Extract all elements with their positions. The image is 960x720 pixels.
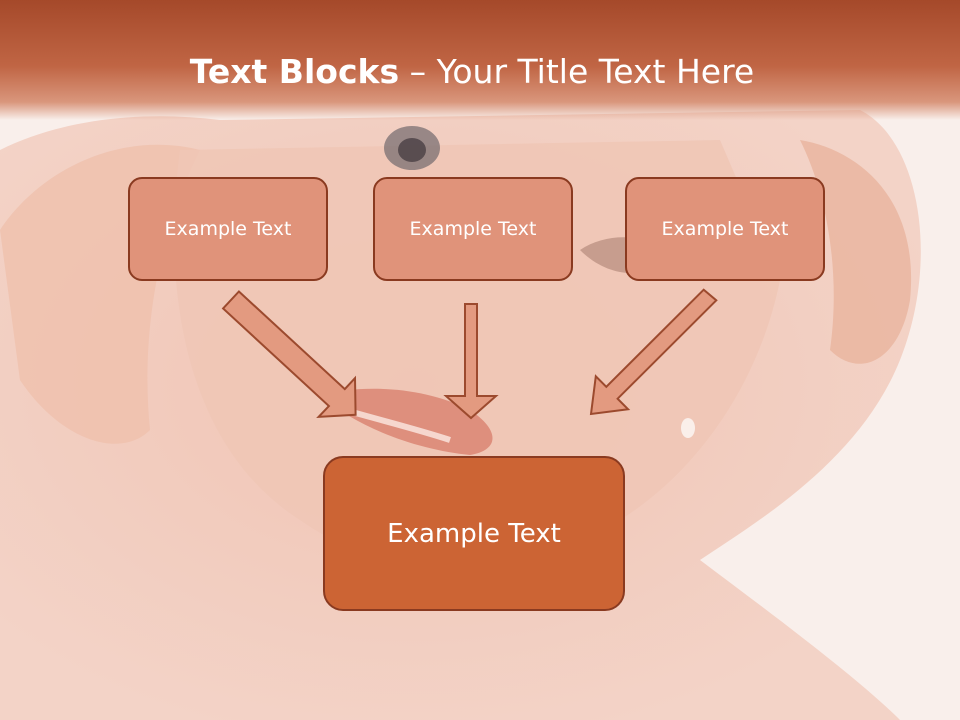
text-block-left[interactable]: Example Text (128, 177, 328, 281)
title-bold-part: Text Blocks (189, 52, 400, 91)
text-block-right[interactable]: Example Text (625, 177, 825, 281)
title-bar (0, 0, 960, 120)
text-block-left-label: Example Text (164, 218, 292, 240)
title-dash: – (409, 52, 427, 91)
text-block-center[interactable]: Example Text (373, 177, 573, 281)
text-block-result-label: Example Text (387, 518, 561, 549)
slide-title: Text Blocks – Your Title Text Here (0, 52, 944, 91)
text-block-right-label: Example Text (661, 218, 789, 240)
text-block-result[interactable]: Example Text (323, 456, 625, 611)
title-normal-part: Your Title Text Here (436, 52, 755, 91)
text-block-center-label: Example Text (409, 218, 537, 240)
